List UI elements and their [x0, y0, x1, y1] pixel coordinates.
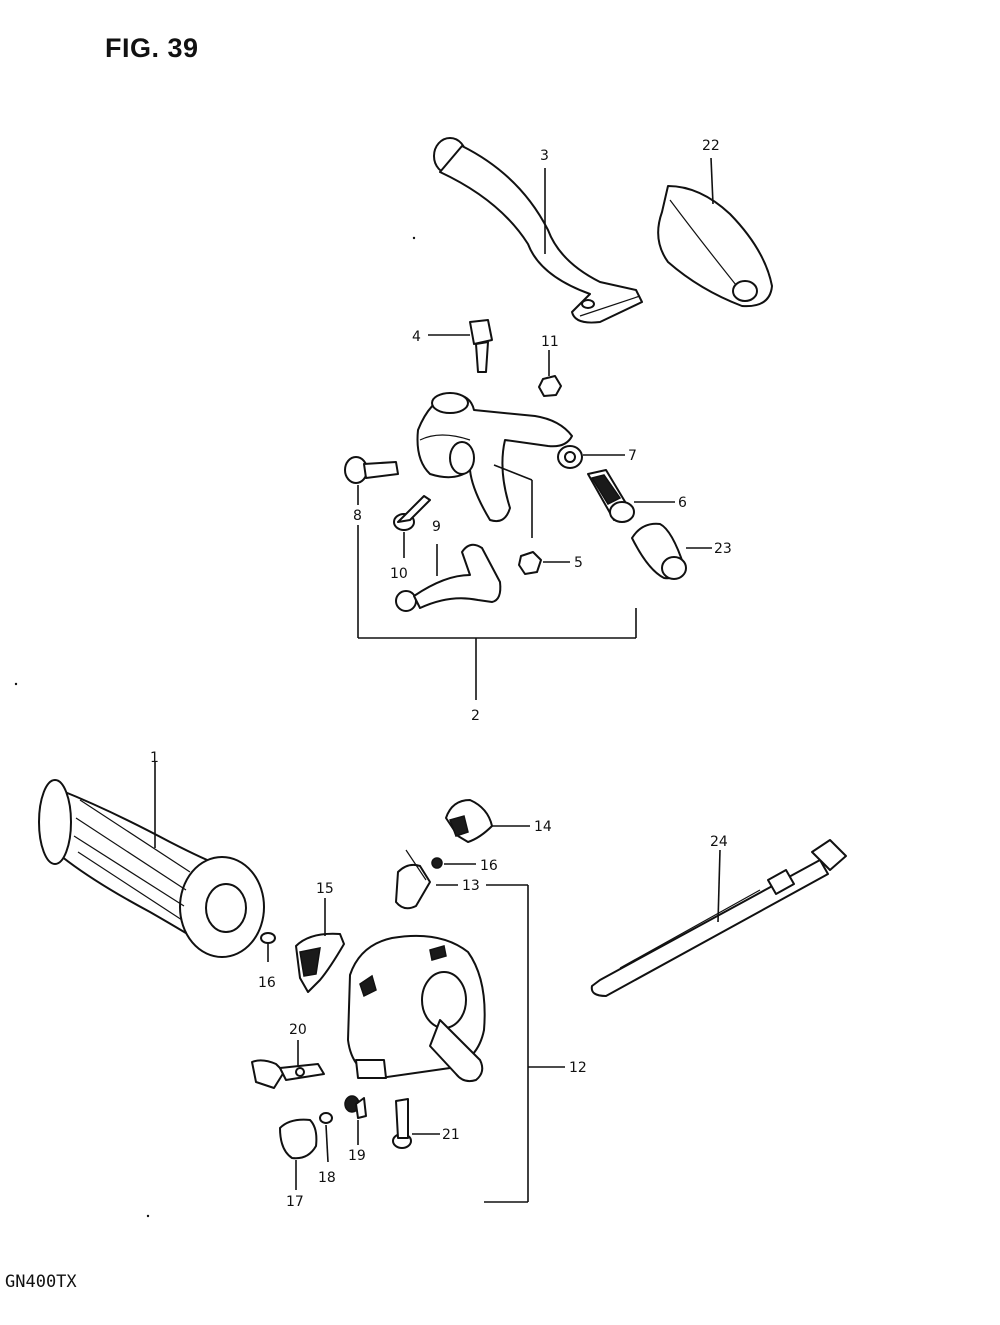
part-19-screw [344, 1095, 367, 1119]
part-11-nut [538, 375, 562, 397]
callout-17: 17 [286, 1194, 304, 1210]
callout-12: 12 [569, 1060, 587, 1076]
part-16-screw-left [260, 932, 276, 962]
part-8-clamp-bolt [344, 456, 399, 484]
callout-3: 3 [540, 148, 549, 164]
callout-18: 18 [318, 1170, 336, 1186]
part-23-adjuster-cover [631, 522, 687, 580]
part-13-switch-lever [395, 849, 443, 910]
callout-2: 2 [471, 708, 480, 724]
part-5-nut [518, 551, 542, 575]
callout-15: 15 [316, 881, 334, 897]
callout-13: 13 [462, 878, 480, 894]
callout-8: 8 [353, 508, 362, 524]
callout-numbers: 3 22 4 11 7 6 23 5 8 9 10 2 1 14 16 13 1… [150, 138, 732, 1210]
part-22-lever-cover [657, 185, 773, 308]
model-code: GN400TX [5, 1272, 77, 1292]
callout-16-left: 16 [258, 975, 276, 991]
part-15-switch-knob [295, 932, 345, 993]
part-17-switch-button [279, 1118, 318, 1160]
part-9-lever-bracket [395, 543, 502, 612]
callout-21: 21 [442, 1127, 460, 1143]
callout-1: 1 [150, 750, 159, 766]
part-14-switch-knob [445, 799, 493, 843]
part-18-screw [319, 1112, 333, 1124]
part-21-screw [392, 1098, 412, 1149]
part-4-pivot-bolt [469, 319, 493, 373]
callout-4: 4 [412, 329, 421, 345]
part-1-handlebar-grip [38, 779, 265, 958]
part-10-bolt [393, 495, 431, 531]
leader-lines [154, 157, 721, 1203]
callout-9: 9 [432, 519, 441, 535]
part-2-lever-holder [416, 392, 573, 523]
part-24-cable-tie [590, 839, 847, 997]
callout-6: 6 [678, 495, 687, 511]
callout-16-right: 16 [480, 858, 498, 874]
figure-title: FIG. 39 [105, 33, 199, 63]
part-3-clutch-lever [433, 137, 643, 324]
callout-11: 11 [541, 334, 559, 350]
part-20-clip [251, 1059, 325, 1089]
callout-23: 23 [714, 541, 732, 557]
part-6-cable-adjuster [587, 469, 635, 523]
callout-20: 20 [289, 1022, 307, 1038]
part-12-switch-housing [347, 934, 486, 1083]
callout-22: 22 [702, 138, 720, 154]
callout-24: 24 [710, 834, 728, 850]
callout-5: 5 [574, 555, 583, 571]
callout-10: 10 [390, 566, 408, 582]
callout-7: 7 [628, 448, 637, 464]
callout-14: 14 [534, 819, 552, 835]
callout-19: 19 [348, 1148, 366, 1164]
part-7-locknut [557, 445, 583, 469]
